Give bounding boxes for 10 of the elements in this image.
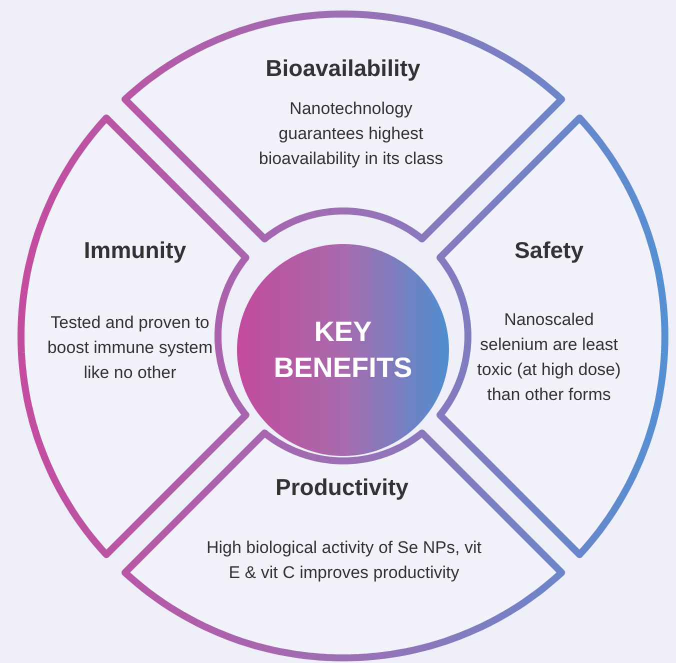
center-circle: KEY BENEFITS xyxy=(237,244,449,456)
segment-text: Nanotechnology guarantees highest bioavailability in its class xyxy=(258,98,444,170)
segment-heading: Bioavailability xyxy=(264,54,422,82)
segment-text: Nanoscaled selenium are least toxic (at high dose) than other forms xyxy=(476,308,622,406)
segment-heading: Productivity xyxy=(274,472,410,501)
segment-heading: Safety xyxy=(513,236,584,264)
segment-text: High biological activity of Se NPs, vit E & vit C improves productivity xyxy=(206,536,482,584)
segment-text: Tested and proven to boost immune system like no other xyxy=(46,312,214,384)
ring-segment xyxy=(120,428,566,663)
segment-heading: Immunity xyxy=(82,236,188,264)
